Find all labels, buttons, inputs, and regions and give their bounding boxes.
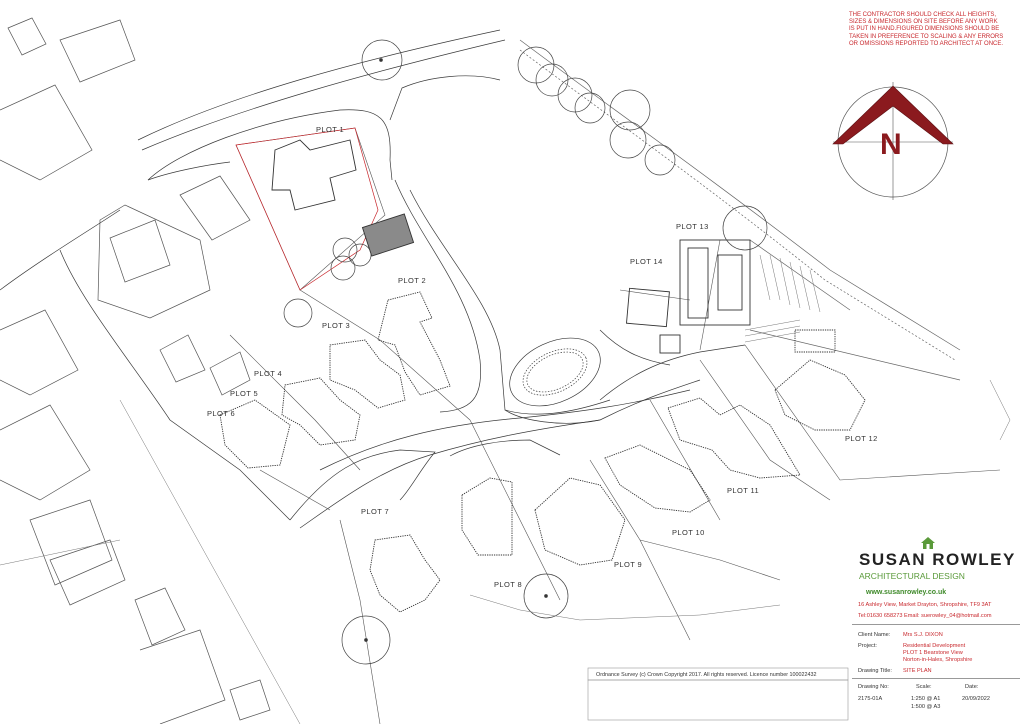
project-line: PLOT 1 Bearstone View: [903, 650, 963, 656]
note-line: OR OMISSIONS REPORTED TO ARCHITECT AT ON…: [849, 40, 1004, 47]
drawing-title-label: Drawing Title:: [858, 668, 892, 674]
plot-label-7: PLOT 7: [361, 507, 390, 516]
plot-label-3: PLOT 3: [322, 321, 351, 330]
contractor-note: THE CONTRACTOR SHOULD CHECK ALL HEIGHTS,…: [849, 12, 1021, 48]
plot-boundaries: [229, 127, 1001, 724]
building-footprints: [219, 139, 866, 613]
plot-label-1: PLOT 1: [316, 125, 345, 134]
plot-label-11: PLOT 11: [727, 486, 760, 495]
note-line: THE CONTRACTOR SHOULD CHECK ALL HEIGHTS,: [849, 12, 997, 18]
drawing-no-value: 2175-01A: [858, 696, 883, 702]
plot-label-13: PLOT 13: [676, 222, 709, 231]
divider: [852, 624, 1020, 625]
boundary-hatching: [744, 254, 821, 343]
brand-name: SUSAN ROWLEY: [859, 550, 1016, 569]
plot-label-6: PLOT 6: [207, 409, 236, 418]
brand-contact: Tel:01630 658273 Email: suerowley_04@hot…: [858, 613, 992, 619]
scale-line: 1:500 @ A3: [911, 704, 941, 710]
plot-label-14: PLOT 14: [630, 257, 663, 266]
project-line: Norton-in-Hales, Shropshire: [903, 657, 973, 663]
plot-label-5: PLOT 5: [230, 389, 259, 398]
project-label: Project:: [858, 643, 877, 649]
note-line: TAKEN IN PREFERENCE TO SCALING & ANY ERR…: [849, 33, 1004, 40]
brand-block: SUSAN ROWLEY ARCHITECTURAL DESIGN: [859, 532, 1019, 581]
north-arrow-icon: [832, 82, 954, 200]
plot-label-4: PLOT 4: [254, 369, 283, 378]
os-copyright: Ordnance Survey (c) Crown Copyright 2017…: [596, 672, 817, 678]
site-linework: [0, 379, 1011, 724]
client-value: Mrs S.J. DIXON: [903, 632, 943, 638]
divider: [852, 678, 1020, 679]
plot-label-12: PLOT 12: [845, 434, 878, 443]
plot-label-10: PLOT 10: [672, 528, 705, 537]
plot-label-2: PLOT 2: [398, 276, 427, 285]
neighbour-buildings: [0, 17, 271, 724]
brand-address: 16 Ashley View, Market Drayton, Shropshi…: [858, 602, 992, 608]
brand-website: www.susanrowley.co.uk: [866, 589, 947, 596]
plot-label-9: PLOT 9: [614, 560, 643, 569]
brand-subtitle: ARCHITECTURAL DESIGN: [859, 571, 965, 581]
plot-label-8: PLOT 8: [494, 580, 523, 589]
project-line: Residential Development: [903, 643, 966, 649]
title-block-frame: [587, 667, 849, 721]
client-label: Client Name:: [858, 632, 891, 638]
date-value: 20/09/2022: [962, 696, 990, 702]
trees: [283, 39, 768, 665]
date-label: Date:: [965, 684, 979, 690]
road-edges: [0, 29, 746, 529]
turning-circle: [509, 337, 601, 407]
note-line: IS PUT IN HAND.FIGURED DIMENSIONS SHOULD…: [849, 26, 1000, 33]
scale-line: 1:250 @ A1: [911, 696, 941, 702]
drawing-title-value: SITE PLAN: [903, 668, 932, 674]
drawing-no-label: Drawing No:: [858, 684, 889, 690]
note-line: SIZES & DIMENSIONS ON SITE BEFORE ANY WO…: [849, 19, 998, 26]
house-logo-icon: [921, 537, 935, 549]
north-letter: N: [880, 128, 902, 161]
scale-label: Scale:: [916, 684, 932, 690]
